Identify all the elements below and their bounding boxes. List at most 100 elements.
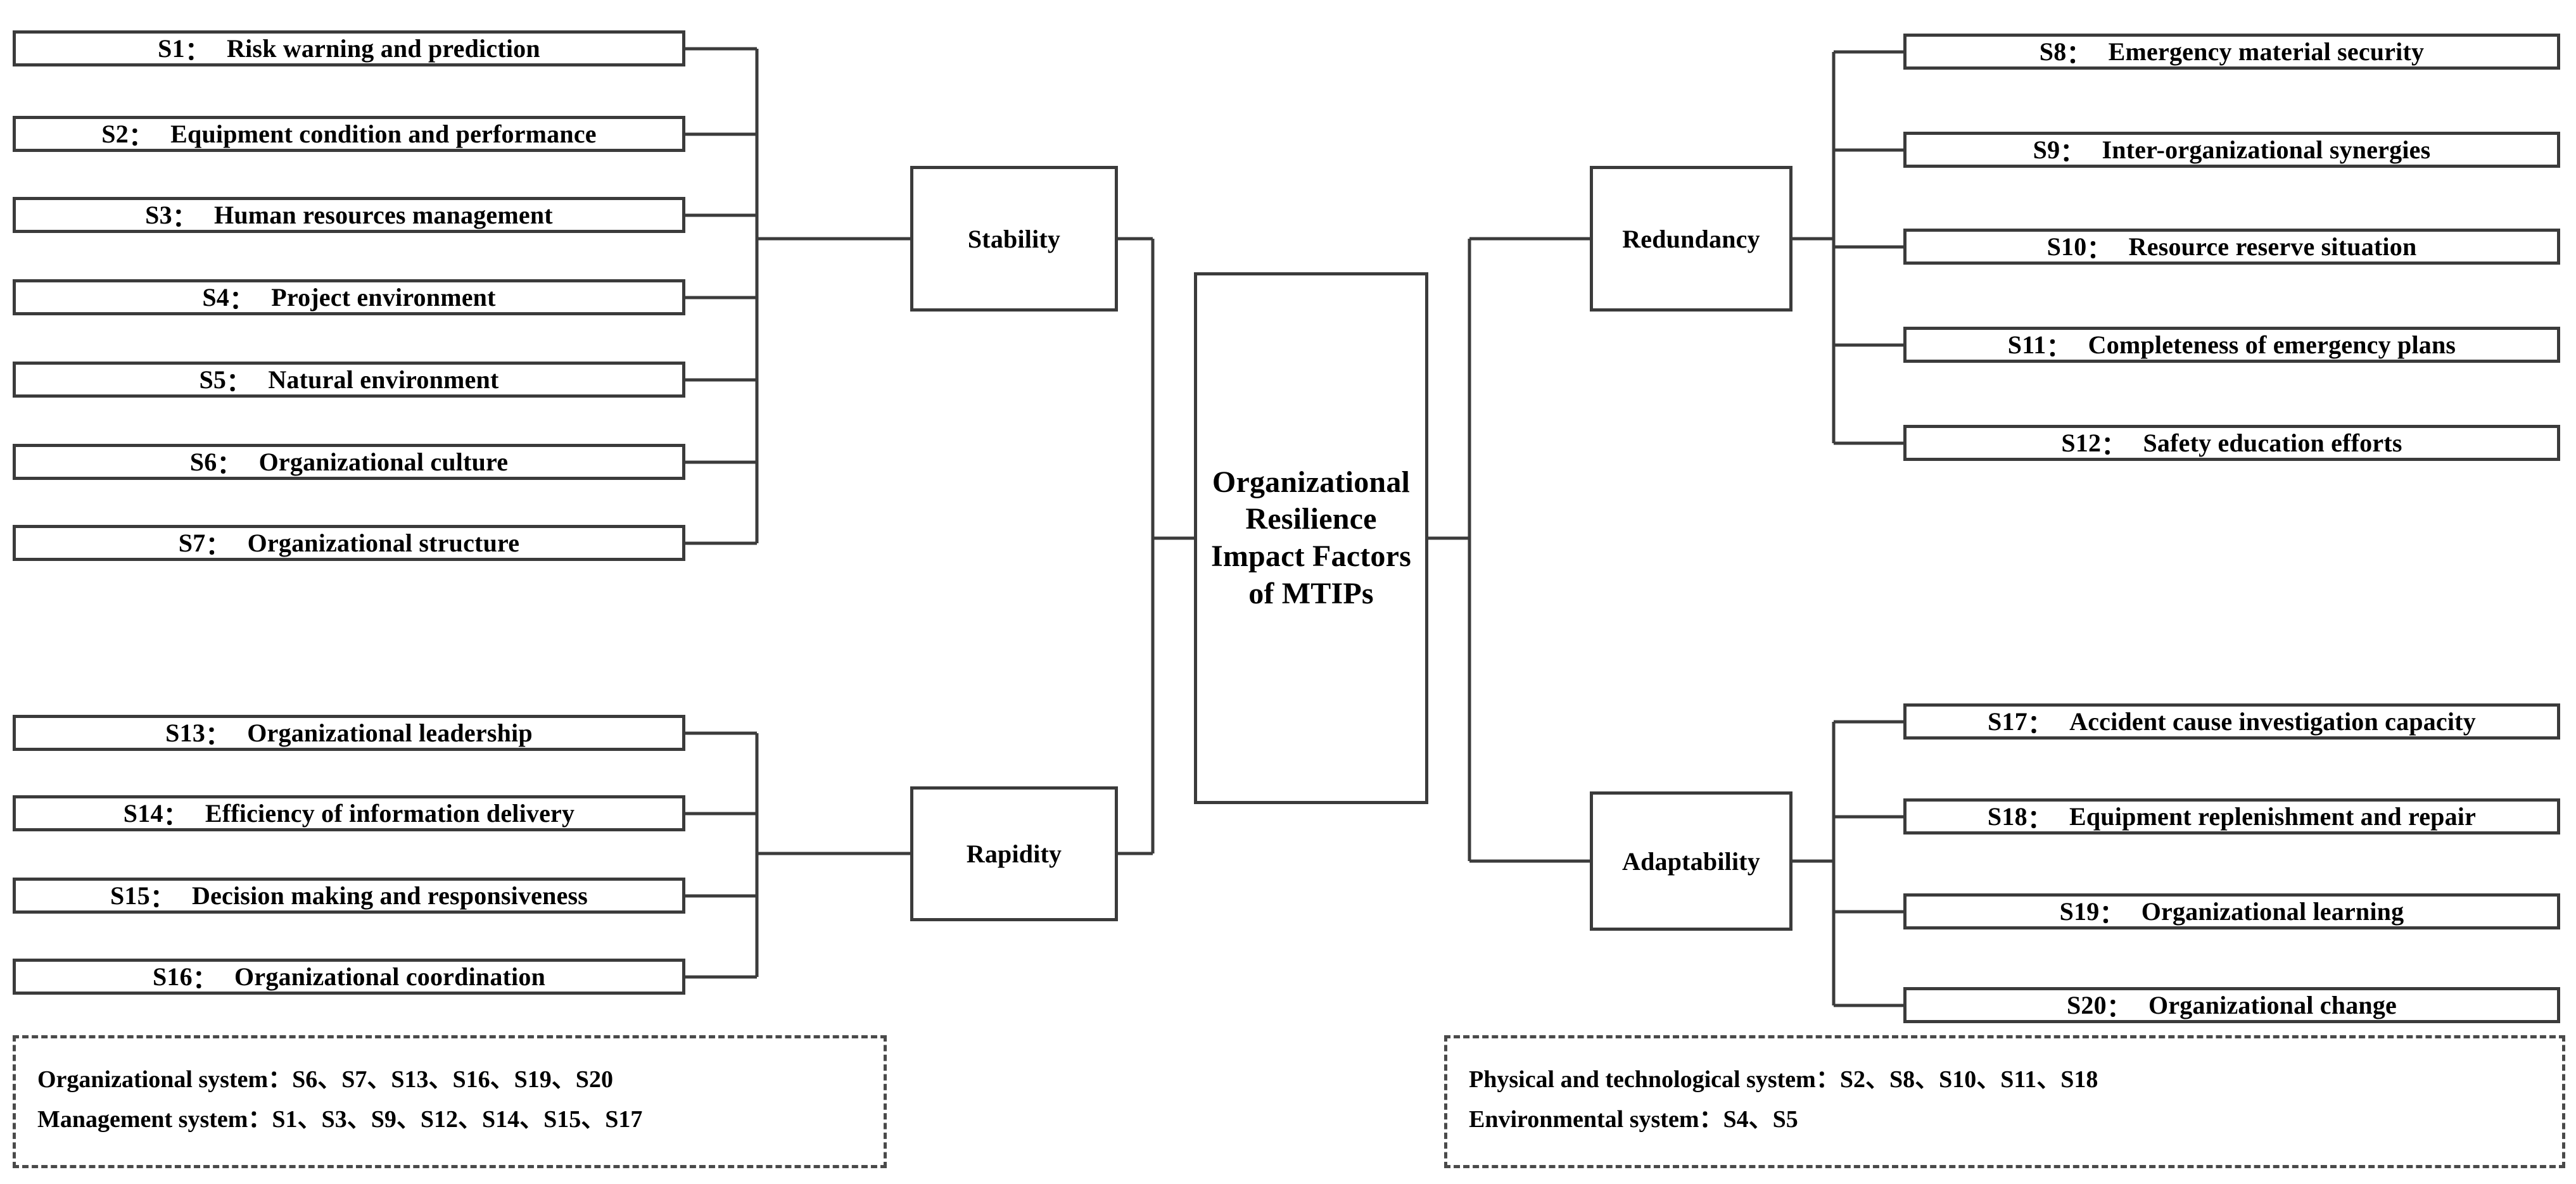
factor-box-s7[interactable]: S7：Organizational structure <box>13 525 685 561</box>
factor-box-s13[interactable]: S13： Organizational leadership <box>13 715 685 751</box>
dimension-box-stability[interactable]: Stability <box>910 166 1118 312</box>
legend-box-right: Physical and technological system：S2、S8、… <box>1444 1035 2565 1168</box>
factor-colon: ： <box>205 721 231 750</box>
legend-left-line-1: Organizational system：S6、S7、S13、S16、S19、… <box>37 1066 613 1093</box>
factor-label: Completeness of emergency plans <box>2088 331 2456 359</box>
factor-colon: ： <box>172 203 198 232</box>
factor-code: S6 <box>189 448 217 476</box>
factor-box-s9[interactable]: S9： Inter-organizational synergies <box>1903 132 2560 168</box>
factor-code: S16 <box>152 962 193 991</box>
factor-label: Inter-organizational synergies <box>2102 135 2431 164</box>
factor-box-s2[interactable]: S2： Equipment condition and performance <box>13 116 685 152</box>
legend-right-line-1: Physical and technological system：S2、S8、… <box>1469 1066 2098 1093</box>
factor-box-s20[interactable]: S20： Organizational change <box>1903 987 2560 1023</box>
dimension-label: Rapidity <box>966 840 1062 868</box>
legend-box-left: Organizational system：S6、S7、S13、S16、S19、… <box>13 1035 887 1168</box>
factor-label: Organizational leadership <box>247 719 533 747</box>
legend-left-line-2: Management system：S1、S3、S9、S12、S14、S15、S… <box>37 1105 643 1133</box>
factor-code: S12 <box>2061 429 2102 457</box>
factor-colon: ： <box>128 122 155 151</box>
factor-code: S17 <box>1988 707 2027 736</box>
factor-colon: ： <box>217 450 243 479</box>
factor-colon: ： <box>2106 993 2133 1022</box>
factor-label: Human resources management <box>214 201 553 229</box>
factor-box-s19[interactable]: S19： Organizational learning <box>1903 893 2560 929</box>
factor-box-s15[interactable]: S15： Decision making and responsiveness <box>13 878 685 914</box>
dimension-label: Stability <box>967 224 1061 253</box>
factor-box-s6[interactable]: S6： Organizational culture <box>13 444 685 480</box>
central-title-line-4: of MTIPs <box>1248 576 1374 610</box>
dimension-box-rapidity[interactable]: Rapidity <box>910 786 1118 921</box>
factor-colon: ： <box>163 801 189 830</box>
factor-code: S20 <box>2066 991 2107 1019</box>
factor-colon: ： <box>192 964 219 993</box>
central-title-line-3: Impact Factors <box>1210 539 1412 573</box>
factor-code: S15 <box>110 881 150 910</box>
factor-box-s11[interactable]: S11： Completeness of emergency plans <box>1903 327 2560 363</box>
factor-code: S9 <box>2033 135 2060 164</box>
factor-code: S4 <box>202 283 229 312</box>
factor-code: S5 <box>199 365 227 394</box>
factor-code: S2 <box>101 120 129 148</box>
factor-colon: ： <box>2027 709 2053 738</box>
central-topic-box[interactable]: Organizational Resilience Impact Factors… <box>1194 272 1428 804</box>
central-title-line-2: Resilience <box>1245 502 1377 536</box>
factor-colon: ： <box>2099 899 2125 928</box>
factor-code: S8 <box>2039 37 2067 66</box>
factor-code: S18 <box>1987 802 2027 831</box>
legend-right-line-2: Environmental system：S4、S5 <box>1469 1105 1798 1133</box>
factor-label: Organizational coordination <box>234 962 546 991</box>
factor-code: S10 <box>2046 232 2087 261</box>
factor-label: Organizational structure <box>247 529 520 557</box>
factor-colon: ： <box>2066 39 2092 68</box>
central-title-line-1: Organizational <box>1212 465 1411 499</box>
factor-box-s1[interactable]: S1： Risk warning and prediction <box>13 30 685 66</box>
factor-box-s16[interactable]: S16： Organizational coordination <box>13 959 685 995</box>
factor-box-s18[interactable]: S18： Equipment replenishment and repair <box>1903 798 2560 834</box>
factor-code: S13 <box>165 719 206 747</box>
factor-box-s4[interactable]: S4： Project environment <box>13 279 685 315</box>
factor-code: S14 <box>123 799 163 828</box>
factor-colon: ： <box>2086 234 2112 263</box>
factor-label: Organizational learning <box>2141 897 2404 926</box>
dimension-label: Redundancy <box>1622 224 1760 253</box>
factor-colon: ： <box>229 285 255 314</box>
factor-label: Natural environment <box>268 365 499 394</box>
factor-code: S3 <box>145 201 172 229</box>
factor-code: S1 <box>158 34 185 63</box>
factor-box-s12[interactable]: S12： Safety education efforts <box>1903 425 2560 461</box>
factor-colon: ： <box>184 36 211 65</box>
factor-label: Risk warning and prediction <box>227 34 540 63</box>
factor-label: Decision making and responsiveness <box>192 881 588 910</box>
factor-box-s10[interactable]: S10： Resource reserve situation <box>1903 229 2560 265</box>
factor-box-s8[interactable]: S8： Emergency material security <box>1903 34 2560 70</box>
factor-label: Organizational culture <box>258 448 509 476</box>
factor-label: Equipment condition and performance <box>170 120 597 148</box>
factor-colon: ： <box>149 883 175 912</box>
factor-box-s17[interactable]: S17： Accident cause investigation capacit… <box>1903 703 2560 740</box>
dimension-box-adaptability[interactable]: Adaptability <box>1590 791 1792 931</box>
factor-colon: ： <box>2060 137 2086 167</box>
factor-label: Equipment replenishment and repair <box>2069 802 2477 831</box>
factor-code: S19 <box>2059 897 2100 926</box>
factor-code: S11 <box>2007 331 2046 359</box>
factor-label: Emergency material security <box>2108 37 2425 66</box>
factor-box-s3[interactable]: S3： Human resources management <box>13 197 685 233</box>
factor-label: Project environment <box>271 283 496 312</box>
factor-colon: ： <box>2101 431 2127 460</box>
factor-label: Safety education efforts <box>2143 429 2402 457</box>
factor-label: Organizational change <box>2148 991 2397 1019</box>
factor-code: S7 <box>178 529 206 557</box>
factor-colon: ： <box>2046 332 2072 362</box>
factor-box-s14[interactable]: S14： Efficiency of information delivery <box>13 795 685 831</box>
factor-label: Efficiency of information delivery <box>205 799 575 828</box>
factor-label: Accident cause investigation capacity <box>2069 707 2476 736</box>
dimension-label: Adaptability <box>1621 847 1760 876</box>
factor-colon: ： <box>2027 804 2053 833</box>
factor-label: Resource reserve situation <box>2128 232 2417 261</box>
dimension-box-redundancy[interactable]: Redundancy <box>1590 166 1792 312</box>
factor-box-s5[interactable]: S5： Natural environment <box>13 362 685 398</box>
factor-colon: ： <box>226 367 252 396</box>
